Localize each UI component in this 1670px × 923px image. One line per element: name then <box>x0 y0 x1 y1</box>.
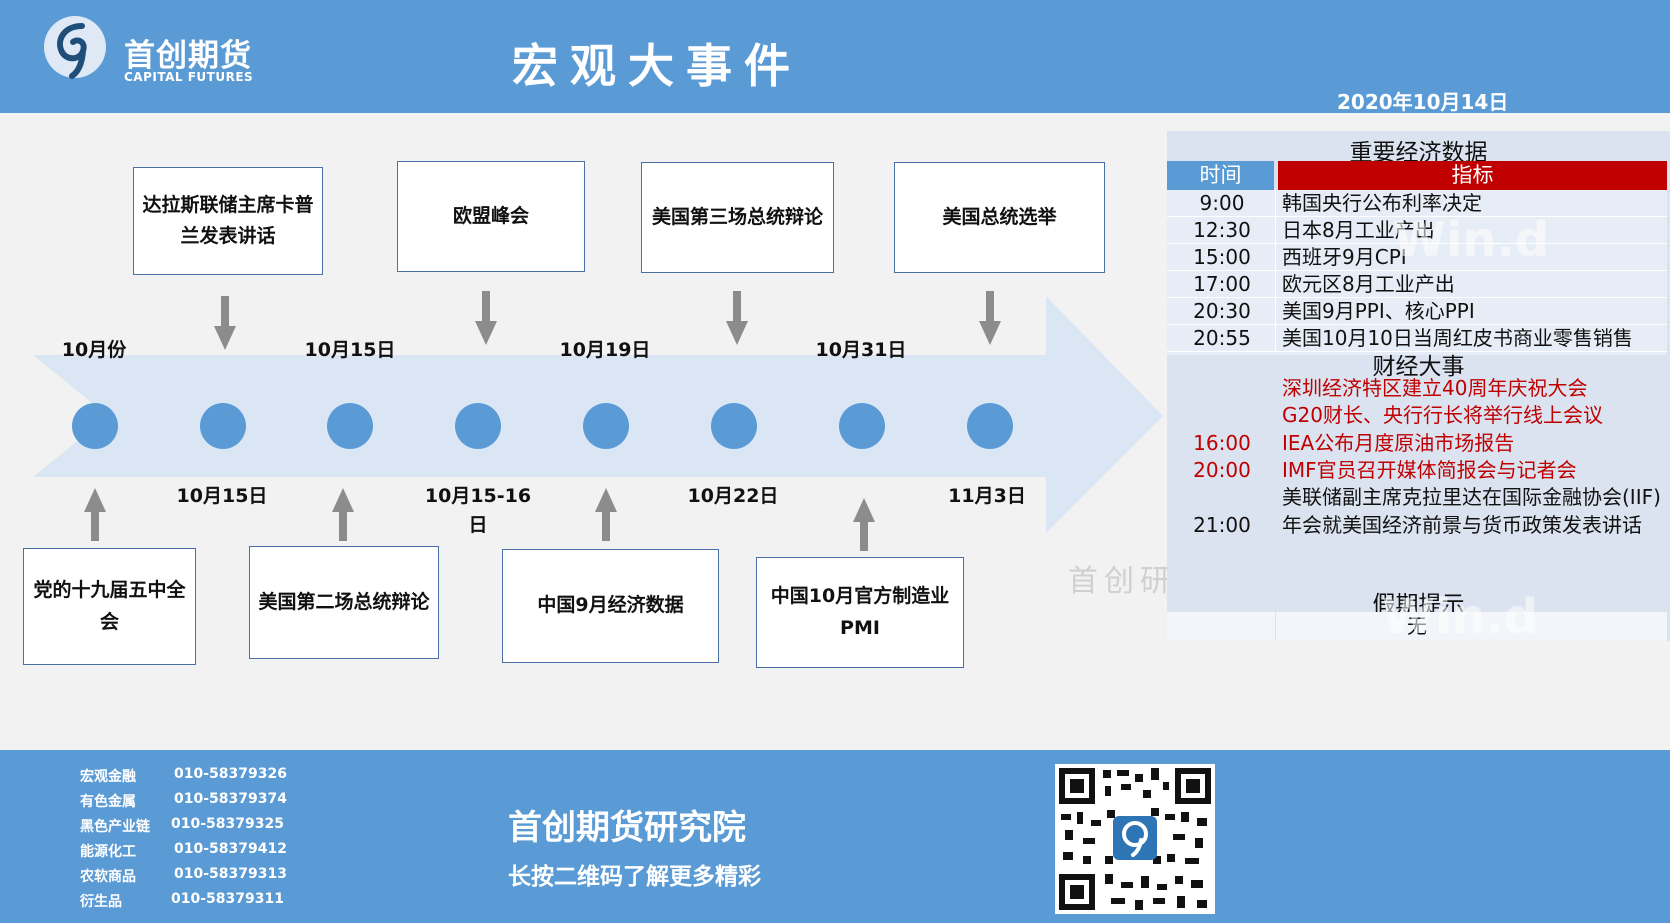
institute-subtitle: 长按二维码了解更多精彩 <box>508 864 761 890</box>
brand-name: 首创期货 <box>124 38 252 74</box>
table-row: 12:30 日本8月工业产出 <box>1167 217 1667 244</box>
timeline-date: 10月31日 <box>815 339 907 361</box>
event-box: 中国10月官方制造业PMI <box>756 557 964 668</box>
watermark-wind: Win.d <box>1393 212 1550 268</box>
event-box: 美国第二场总统辩论 <box>249 546 439 659</box>
row-indicator: 西班牙9月CPI <box>1282 245 1407 269</box>
col-header-indicator: 指标 <box>1278 161 1667 190</box>
timeline-node <box>839 403 885 449</box>
report-date: 2020年10月14日 <box>1337 90 1509 114</box>
event-box: 欧盟峰会 <box>397 161 585 272</box>
row-divider <box>1167 324 1667 325</box>
holiday-row: 无 <box>1167 612 1667 641</box>
event-time: 16:00 <box>1193 431 1251 455</box>
timeline-node <box>72 403 118 449</box>
row-time: 20:30 <box>1193 299 1251 323</box>
header-bar <box>0 0 1670 113</box>
row-time: 20:55 <box>1193 326 1251 350</box>
contact-phone: 010-58379313 <box>174 866 287 882</box>
table-row: 15:00 西班牙9月CPI <box>1167 244 1667 271</box>
event-box: 达拉斯联储主席卡普兰发表讲话 <box>133 167 323 275</box>
event-text: G20财长、央行行长将举行线上会议 <box>1282 403 1603 427</box>
qr-code-icon[interactable] <box>1055 764 1215 914</box>
timeline-arrow <box>33 296 1163 533</box>
table-row: 20:30 美国9月PPI、核心PPI <box>1167 298 1667 325</box>
connector-arrows <box>84 291 1001 551</box>
timeline-date: 10月22日 <box>687 485 779 507</box>
row-indicator: 欧元区8月工业产出 <box>1282 272 1455 296</box>
contact-dept: 能源化工 <box>80 844 136 860</box>
contact-phone: 010-58379374 <box>174 791 287 807</box>
timeline-date: 10月15日 <box>176 485 268 507</box>
timeline-node <box>200 403 246 449</box>
footer-bar <box>0 750 1670 923</box>
institute-name: 首创期货研究院 <box>508 808 746 848</box>
event-box: 中国9月经济数据 <box>502 549 719 663</box>
timeline-date: 10月15-16日 <box>424 485 532 537</box>
brand-name-en: CAPITAL FUTURES <box>124 70 254 84</box>
timeline-node <box>455 403 501 449</box>
timeline-date: 10月15日 <box>304 339 396 361</box>
row-divider <box>1167 297 1667 298</box>
contact-phone: 010-58379412 <box>174 841 287 857</box>
watermark-wind: Win.d <box>1382 589 1539 645</box>
contact-phone: 010-58379311 <box>171 891 284 907</box>
table-row: 9:00 韩国央行公布利率决定 <box>1167 190 1667 217</box>
holiday-value: 无 <box>1407 614 1427 638</box>
timeline-node <box>711 403 757 449</box>
column-divider <box>1275 190 1276 352</box>
timeline-node <box>583 403 629 449</box>
page-title: 宏观大事件 <box>512 39 802 93</box>
contact-dept: 有色金属 <box>80 794 136 810</box>
contact-dept: 黑色产业链 <box>80 819 150 835</box>
timeline-date: 10月19日 <box>559 339 651 361</box>
row-time: 9:00 <box>1199 191 1245 215</box>
row-time: 17:00 <box>1193 272 1251 296</box>
event-box: 党的十九届五中全会 <box>23 548 196 665</box>
row-divider <box>1167 216 1667 217</box>
row-time: 12:30 <box>1193 218 1251 242</box>
contact-dept: 衍生品 <box>80 894 122 910</box>
section-title: 财经大事 <box>1372 354 1465 380</box>
logo-icon <box>42 14 108 80</box>
event-time: 20:00 <box>1193 458 1251 482</box>
contact-dept: 宏观金融 <box>80 769 136 785</box>
row-indicator: 美国10月10日当周红皮书商业零售销售 <box>1282 326 1633 350</box>
row-divider <box>1167 351 1667 352</box>
row-indicator: 美国9月PPI、核心PPI <box>1282 299 1475 323</box>
contact-phone: 010-58379326 <box>174 766 287 782</box>
timeline-date: 10月份 <box>61 339 127 361</box>
row-time: 15:00 <box>1193 245 1251 269</box>
contact-dept: 农软商品 <box>80 869 136 885</box>
event-text: IMF官员召开媒体简报会与记者会 <box>1282 458 1577 482</box>
col-header-time: 时间 <box>1167 161 1274 190</box>
table-row: 17:00 欧元区8月工业产出 <box>1167 271 1667 298</box>
contact-phone: 010-58379325 <box>171 816 284 832</box>
row-divider <box>1167 243 1667 244</box>
event-text: 深圳经济特区建立40周年庆祝大会 <box>1282 376 1588 400</box>
timeline-date: 11月3日 <box>948 485 1026 507</box>
watermark-text: 首创研 <box>1068 564 1176 599</box>
table-row: 20:55 美国10月10日当周红皮书商业零售销售 <box>1167 325 1667 352</box>
timeline-node <box>327 403 373 449</box>
event-text: 美联储副主席克拉里达在国际金融协会(IIF)年会就美国经济前景与货币政策发表讲话 <box>1282 485 1661 537</box>
data-table: 9:00 韩国央行公布利率决定 12:30 日本8月工业产出 15:00 西班牙… <box>1167 190 1667 355</box>
row-indicator: 日本8月工业产出 <box>1282 218 1435 242</box>
row-indicator: 韩国央行公布利率决定 <box>1282 191 1482 215</box>
event-text: IEA公布月度原油市场报告 <box>1282 431 1515 455</box>
column-divider <box>1275 612 1276 641</box>
event-box: 美国总统选举 <box>894 162 1105 273</box>
event-time: 21:00 <box>1193 513 1251 537</box>
event-box: 美国第三场总统辩论 <box>641 162 834 273</box>
row-divider <box>1167 270 1667 271</box>
timeline-node <box>967 403 1013 449</box>
